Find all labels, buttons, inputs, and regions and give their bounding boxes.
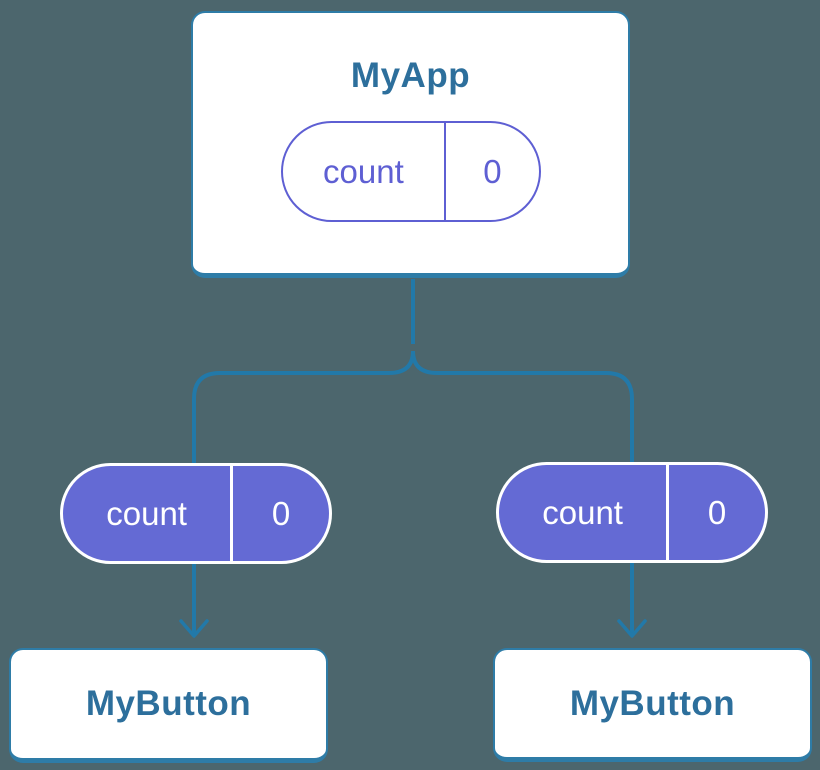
state-value-label: 0 (483, 152, 502, 190)
root-state-pill: count 0 (280, 121, 541, 222)
right-branch-line (411, 350, 634, 462)
prop-value-label: 0 (707, 493, 727, 531)
left-child-component-box: MyButton (9, 648, 328, 763)
right-prop-pill: count 0 (496, 462, 768, 563)
right-child-component-box: MyButton (493, 648, 812, 762)
prop-name-label: count (63, 466, 234, 561)
left-branch-line (192, 350, 415, 463)
prop-name-label: count (499, 465, 670, 560)
right-down-arrowhead-icon (617, 619, 647, 638)
state-name-label: count (283, 123, 447, 220)
left-child-component-title: MyButton (85, 684, 252, 723)
root-component-box: MyApp count 0 (191, 11, 630, 278)
left-down-arrowhead-icon (179, 619, 209, 638)
prop-value-label: 0 (271, 494, 291, 532)
root-component-title: MyApp (350, 56, 471, 95)
right-child-component-title: MyButton (569, 683, 736, 723)
left-prop-pill: count 0 (60, 463, 332, 564)
